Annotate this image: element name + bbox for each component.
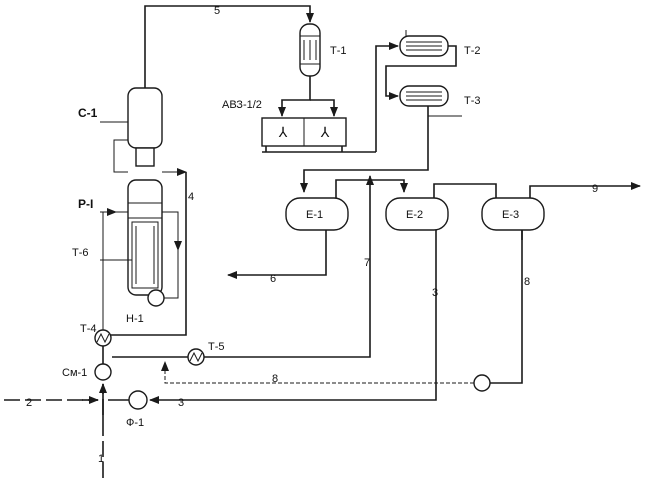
column-c1 [100,88,162,166]
label-vessel-e1: Е-1 [306,209,323,221]
line-stream-3 [150,230,436,400]
svg-text:⅄: ⅄ [320,124,330,140]
svg-text:⅄: ⅄ [278,124,288,140]
label-stream-5: 5 [214,5,220,17]
filter-f1 [108,391,147,409]
label-hx-t5: Т-5 [208,341,225,353]
label-stream-3-e2: 3 [432,287,438,299]
mixer-cm1 [95,346,111,380]
label-stream-8-return: 8 [272,373,278,385]
label-vessel-e3: Е-3 [502,209,519,221]
label-vessel-e2: Е-2 [406,209,423,221]
label-heater-t6: Т-6 [72,247,89,259]
line-e2-e3 [434,184,496,198]
label-stream-1: 1 [98,453,104,465]
line-reactor-side [162,212,178,240]
label-cooler-t3: Т-3 [464,95,481,107]
label-cooler-t2: Т-2 [464,45,481,57]
cooler-t3 [400,86,462,116]
reactor-pi [100,180,162,295]
label-stream-7: 7 [364,257,370,269]
label-stream-4: 4 [188,191,194,203]
cooler-t2 [400,30,448,56]
label-stream-3-main: 3 [178,397,184,409]
line-stream-8-return [165,362,474,383]
label-stream-6: 6 [270,273,276,285]
cooler-t1 [282,24,334,116]
line-column-reflux [114,140,128,172]
line-stream-6 [228,230,326,275]
label-stream-8-e3: 8 [524,276,530,288]
heat-exchanger-t5 [188,349,204,365]
line-stream-5 [145,6,310,88]
label-cooler-t1: Т-1 [330,45,347,57]
label-filter: Ф-1 [126,417,144,429]
label-column: С-1 [78,106,98,120]
pump-stream-8 [474,230,522,391]
line-to-t2 [376,46,398,152]
label-air-cooler: АВЗ-1/2 [222,99,262,111]
label-reactor: Р-I [78,197,93,211]
label-mixer: См-1 [62,367,87,379]
line-stream-9 [530,186,640,198]
heat-exchanger-t4 [95,212,116,346]
label-hx-t4: Т-4 [80,323,97,335]
label-pump-h1: Н-1 [126,313,144,325]
label-stream-9: 9 [592,183,598,195]
air-cooler-avz: ⅄ ⅄ [262,118,376,152]
label-stream-2: 2 [26,397,32,409]
